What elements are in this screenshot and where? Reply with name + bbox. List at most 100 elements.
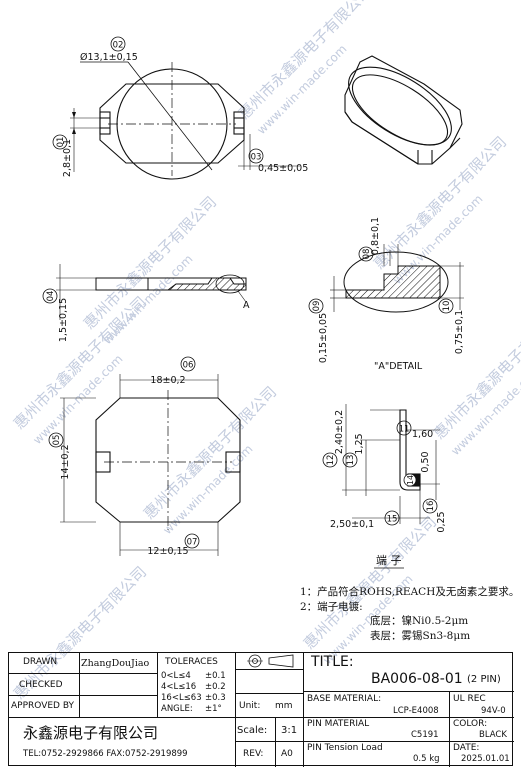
drawn-value: ZhangDouJiao	[81, 658, 150, 669]
terminal-caption: 端 子	[376, 554, 402, 567]
base-material-label: BASE MATERIAL:	[307, 694, 382, 704]
tol-range: ANGLE:	[161, 704, 193, 714]
balloon-01-text: 01	[56, 137, 66, 148]
note-line: 1：产品符合ROHS,REACH及无卤素之要求。	[300, 586, 520, 598]
detail-a-marker: A	[243, 300, 250, 311]
tol-value: ±0.1	[205, 671, 226, 681]
base-material-value: LCP-E4008	[393, 706, 439, 716]
balloon-09	[308, 298, 324, 314]
ul-rec-label: UL REC	[453, 694, 486, 704]
tol-value: ±0.3	[205, 693, 226, 703]
tol-range: 16<L≤63	[161, 693, 202, 703]
watermark-cn: 惠州市永鑫源电子有限公司	[140, 383, 280, 523]
inner-label: 12±0,15	[147, 546, 188, 557]
pin-tension-label: PIN Tension Load	[307, 743, 383, 753]
detail-top-label: 0,8±0,1	[370, 217, 381, 255]
balloon-05	[48, 432, 64, 448]
balloon-15-text: 15	[387, 515, 398, 525]
balloon-04-text: 04	[46, 291, 56, 302]
terminal-label-16: 0,25	[436, 511, 447, 532]
balloon-06-text: 06	[183, 361, 194, 371]
isometric-view	[344, 55, 463, 165]
title-label: TITLE:	[311, 654, 354, 670]
balloon-10-text: 10	[442, 301, 452, 312]
bottom-view-labels: 06 18±0,2 05 14±0,2 12±0,15 07	[48, 356, 200, 557]
balloon-08-text: 08	[362, 249, 372, 260]
balloon-14	[403, 473, 417, 487]
tol-value: ±1°	[205, 704, 222, 714]
balloon-05-text: 05	[52, 435, 62, 446]
tol-range: 4<L≤16	[161, 682, 197, 692]
balloon-10	[438, 298, 454, 314]
balloon-12-text: 12	[326, 455, 336, 466]
diameter-label: Ø13,1±0,15	[80, 52, 138, 63]
balloon-12	[322, 452, 338, 468]
checked-label: CHECKED	[19, 680, 63, 690]
balloon-02	[110, 36, 126, 52]
terminal-label-12: 2,40±0,2	[334, 410, 345, 454]
height-label: 2,8±0,1	[62, 139, 73, 177]
balloon-16	[422, 498, 438, 514]
terminal-label-13: 1,25	[354, 433, 365, 454]
title-pins: (2 PIN)	[467, 674, 501, 685]
pin-tension-value: 0.5 kg	[413, 754, 440, 764]
color-label: COLOR:	[453, 719, 488, 729]
width-label: 18±0,2	[150, 375, 185, 386]
pin-material-value: C5191	[411, 730, 439, 740]
scale-label: Scale:	[237, 725, 268, 736]
ul-rec-value: 94V-0	[481, 706, 506, 716]
balloon-01	[52, 134, 68, 150]
drawn-label: DRAWN	[23, 657, 58, 667]
top-view-labels: 02 Ø13,1±0,15 01 2,8±0,1 03 0,45±0,05	[52, 36, 308, 177]
date-value: 2025.01.01	[461, 754, 510, 764]
terminal-label-14: 0,50	[420, 451, 431, 472]
bottom-height-label: 14±0,2	[60, 444, 71, 479]
balloon-14-text: 14	[406, 475, 415, 485]
terminal-label-11: 1,60	[412, 429, 433, 440]
balloon-03-text: 03	[251, 153, 262, 163]
balloon-15	[384, 510, 400, 526]
left-pin-slot	[99, 111, 111, 135]
tol-range: 0<L≤4	[161, 671, 191, 681]
detail-a-labels: 08 0,8±0,1 09 0,15±0,05 10 0,75±0,1 "A"D…	[308, 217, 465, 372]
balloon-02-text: 02	[113, 41, 124, 51]
balloon-07-text: 07	[187, 538, 198, 548]
thickness-label: 1,5±0,15	[58, 298, 69, 342]
detail-right-label: 0,75±0,1	[454, 310, 465, 354]
terminal-label-15: 2,50±0,1	[330, 519, 374, 530]
scale-value: 3:1	[281, 725, 298, 736]
balloon-11	[396, 420, 412, 436]
projection-symbol-icon	[247, 654, 294, 668]
detail-a-view	[330, 244, 464, 313]
title-block: DRAWN ZhangDouJiao CHECKED APPROVED BY T…	[8, 652, 514, 767]
tolerance-table: 0<L≤4 ±0.1 4<L≤16 ±0.2 16<L≤63±0.3 ANGLE: ±…	[161, 671, 226, 715]
balloon-13-text: 13	[346, 455, 356, 466]
watermark-cn: 惠州市永鑫源电子有限公司	[235, 0, 375, 123]
right-pin-slot	[233, 111, 245, 135]
note-line: 底层：镍Ni0.5-2μm	[370, 615, 469, 627]
watermark-cn: 惠州市永鑫源电子有限公司	[80, 193, 220, 333]
approved-label: APPROVED BY	[11, 701, 75, 711]
balloon-03	[248, 148, 264, 164]
balloon-04	[42, 288, 58, 304]
terminal-view-labels: 11 1,60 12 2,40±0,2 13 1,25 14 0,50 15 2…	[322, 410, 447, 569]
balloon-16-text: 16	[426, 501, 436, 512]
tol-value: ±0.2	[205, 682, 226, 692]
company-contact: TEL:0752-2929866 FAX:0752-2919899	[23, 749, 188, 759]
rev-label: REV:	[243, 749, 264, 759]
rev-value: A0	[281, 749, 293, 759]
detail-caption: "A"DETAIL	[374, 361, 423, 372]
top-view	[70, 61, 300, 180]
balloon-07	[184, 533, 200, 549]
date-label: DATE:	[453, 743, 480, 753]
notes: 1：产品符合ROHS,REACH及无卤素之要求。 2：端子电镀: 底层：镍Ni0…	[300, 585, 520, 643]
balloon-08	[358, 246, 374, 262]
side-view	[56, 264, 247, 320]
diameter-leader	[127, 61, 213, 171]
detail-a-circle	[215, 274, 245, 294]
pin-width-label: 0,45±0,05	[258, 163, 308, 174]
color-value: BLACK	[479, 730, 507, 740]
unit-value: mm	[275, 701, 293, 711]
detail-left-label: 0,15±0,05	[318, 313, 329, 363]
